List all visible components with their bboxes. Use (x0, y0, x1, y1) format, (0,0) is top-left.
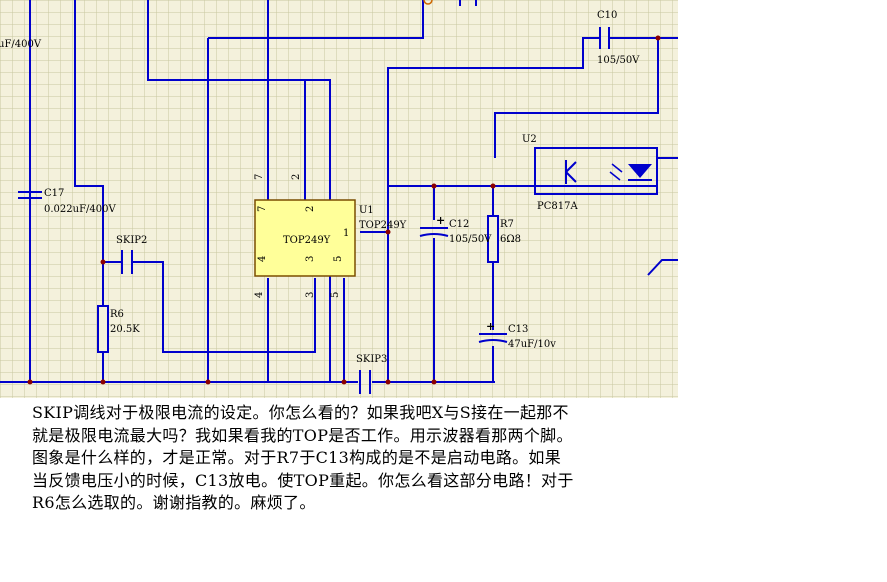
optocoupler-u2 (534, 147, 658, 195)
capacitor-c12 (419, 227, 449, 237)
label-pin3-low: 3 (305, 292, 316, 298)
grid-lines (0, 0, 678, 398)
label-skip3: SKIP3 (356, 354, 387, 365)
resistor-r7 (487, 215, 499, 263)
label-r6-value: 20.5K (110, 324, 140, 335)
label-pin3-in: 3 (305, 256, 316, 262)
capacitor-c13 (478, 333, 508, 343)
question-line-2: 就是极限电流最大吗？我如果看我的TOP是否工作。用示波器看那两个脚。 (32, 425, 573, 445)
label-u2-name: U2 (522, 134, 537, 145)
label-r7-value: 6Ω8 (500, 234, 521, 245)
label-r7-name: R7 (500, 219, 514, 230)
question-line-1: SKIP调线对于极限电流的设定。你怎么看的？如果我吧X与S接在一起那不 (32, 403, 569, 422)
label-u2-part: PC817A (537, 201, 578, 212)
label-c13-plus: + (486, 320, 495, 333)
capacitor-c17 (18, 191, 42, 199)
label-c12-plus: + (436, 214, 445, 227)
question-line-3: 图象是什么样的，才是正常。对于R7于C13构成的是不是启动电路。如果 (32, 448, 562, 467)
label-c13-value: 47uF/10v (508, 339, 556, 350)
label-cap-top-left: uF/400V (0, 39, 42, 50)
label-pin7-in: 7 (257, 206, 268, 212)
label-c10-value: 105/50V (597, 55, 640, 66)
capacitor-skip2 (121, 250, 133, 274)
capacitor-skip3 (359, 370, 371, 394)
schematic-diagram: uF/400V C10 105/50V U2 PC817A C17 0.022u… (0, 0, 678, 398)
label-skip2: SKIP2 (116, 235, 147, 246)
question-text: SKIP调线对于极限电流的设定。你怎么看的？如果我吧X与S接在一起那不 就是极限… (32, 402, 792, 515)
label-pin5-in: 5 (333, 256, 344, 262)
wires (0, 0, 678, 383)
ic-u1-body (254, 199, 356, 277)
question-line-5: R6怎么选取的。谢谢指教的。麻烦了。 (32, 493, 316, 512)
question-line-4: 当反馈电压小的时候，C13放电。使TOP重起。你怎么看这部分电路！对于 (32, 470, 574, 490)
label-c10-name: C10 (597, 10, 617, 21)
top-connector (423, 0, 433, 5)
label-pin1: 1 (343, 228, 349, 239)
label-c12-name: C12 (449, 219, 469, 230)
label-r6-name: R6 (110, 309, 124, 320)
junction-dots (27, 35, 661, 385)
label-pin2-top: 2 (291, 174, 302, 180)
label-c17-name: C17 (44, 188, 64, 199)
label-c12-value: 105/50V (449, 234, 492, 245)
resistor-r6 (97, 305, 109, 353)
label-pin2-in: 2 (305, 206, 316, 212)
label-pin5-low: 5 (330, 292, 341, 298)
label-pin4-low: 4 (254, 292, 265, 298)
label-c17-value: 0.022uF/400V (44, 204, 116, 215)
label-pin4-in: 4 (257, 256, 268, 262)
label-c13-name: C13 (508, 324, 528, 335)
label-u1-name: U1 (359, 205, 374, 216)
label-u1-part-side: TOP249Y (359, 220, 407, 231)
label-pin7-top: 7 (254, 174, 265, 180)
label-u1-part-body: TOP249Y (283, 235, 331, 246)
capacitor-c10 (599, 27, 610, 49)
